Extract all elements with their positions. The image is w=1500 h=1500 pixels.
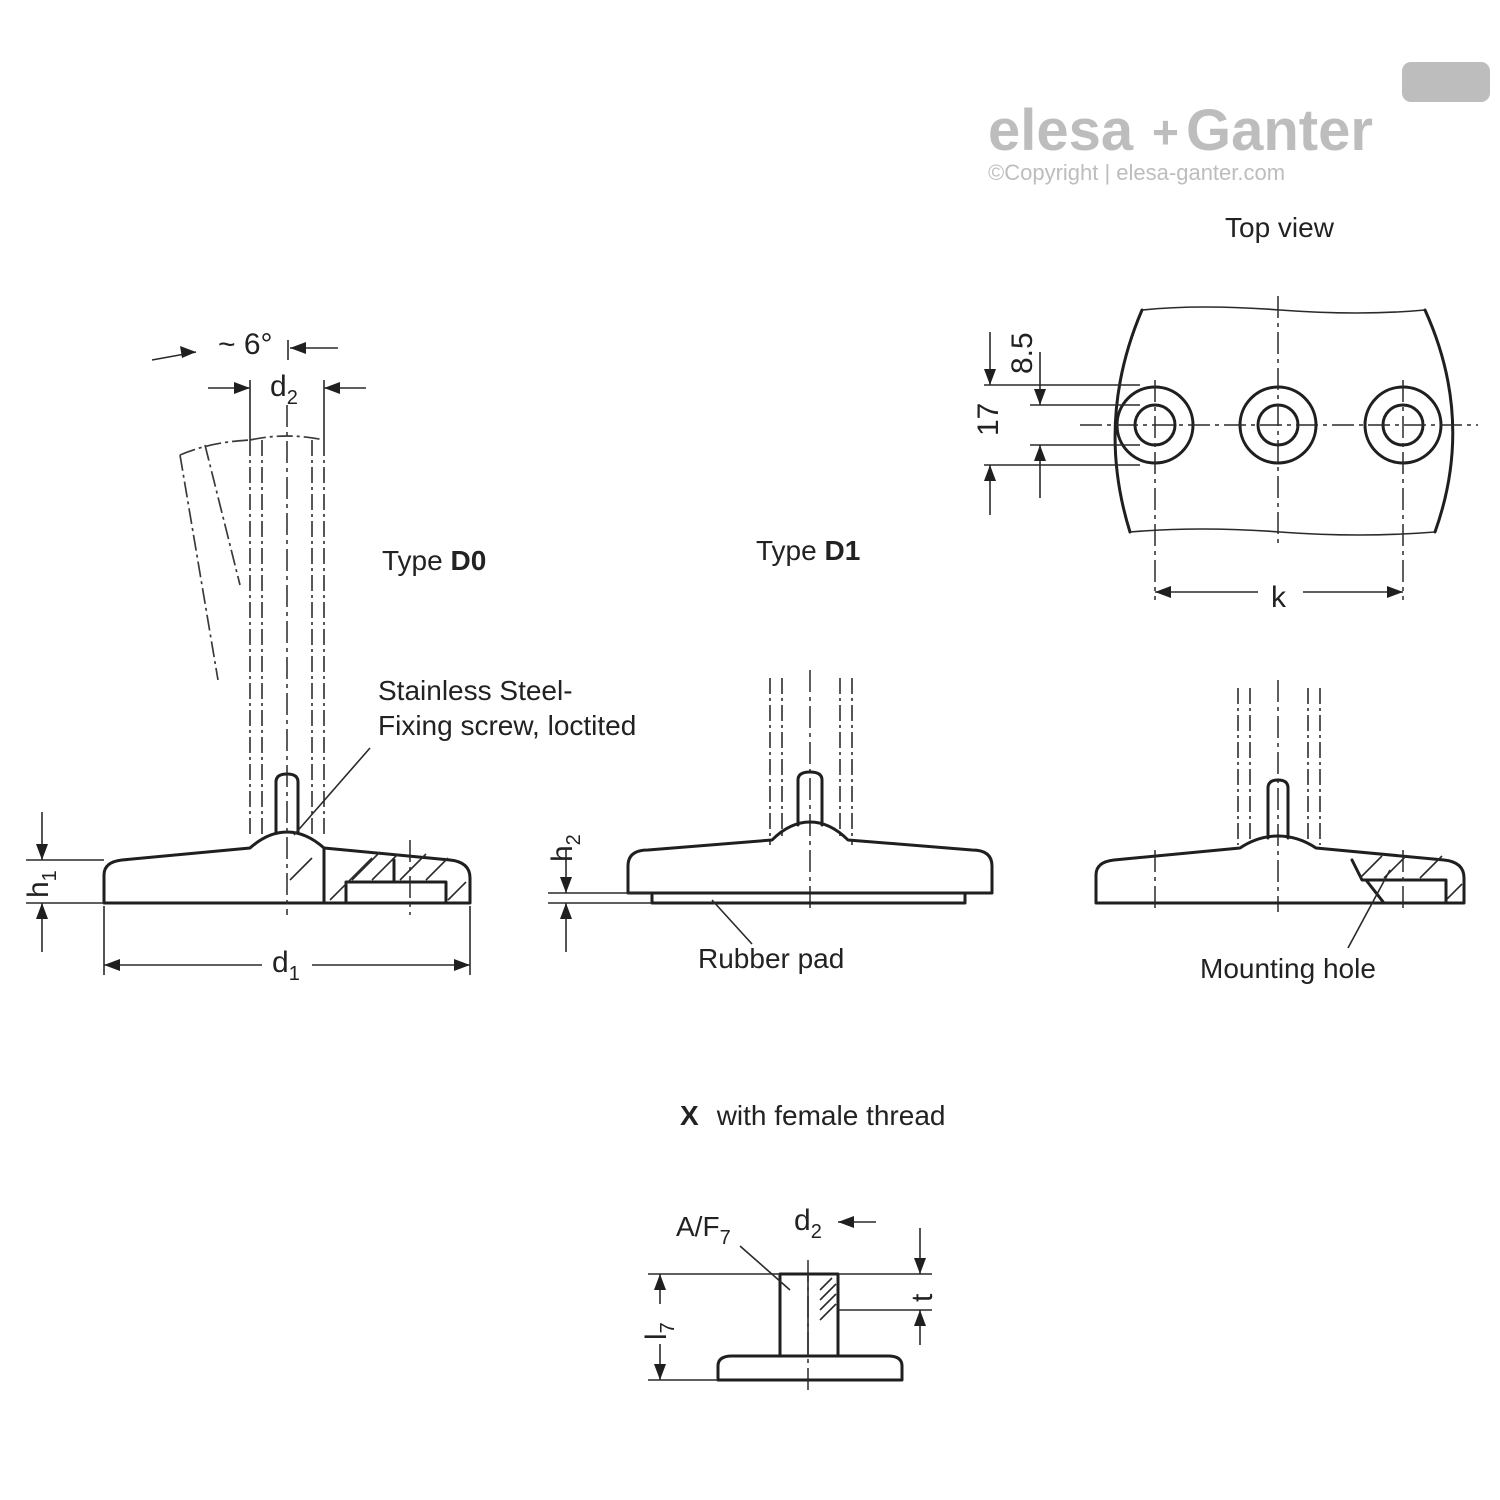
af-label: A/F7	[676, 1211, 731, 1249]
dim-8-5-label: 8.5	[1006, 332, 1039, 374]
angle-dimension: ~ 6°	[151, 328, 338, 361]
d1-label: d1	[272, 946, 300, 985]
screw-callout-line1: Stainless Steel-	[378, 675, 573, 706]
k-dimension: k	[1155, 581, 1403, 614]
screw-callout-line2: Fixing screw, loctited	[378, 710, 636, 741]
mh-base-outline	[1094, 834, 1466, 905]
d1-tube-phantom	[769, 678, 853, 845]
top-view-outline-right	[1423, 308, 1455, 534]
d0-section-cut	[322, 846, 448, 905]
eg-badge-icon	[1402, 62, 1490, 102]
screw-leader	[293, 747, 371, 836]
d1-dimension: d1	[103, 906, 471, 985]
tilted-tube-phantom	[179, 439, 251, 681]
x-d2-dimension: d2	[794, 1204, 876, 1243]
t-label: t	[906, 1293, 939, 1302]
x-stud	[778, 1272, 840, 1358]
dim-17-label: 17	[972, 403, 1005, 436]
type-d0-view: ~ 6° d2 h1	[22, 328, 636, 985]
mh-stud	[1266, 778, 1290, 840]
x-base-outline	[716, 1354, 904, 1382]
k-label: k	[1271, 581, 1287, 614]
mounting-hole-label: Mounting hole	[1200, 953, 1376, 984]
type-d1-label: Type D1	[756, 535, 860, 566]
l7-label: l7	[640, 1322, 679, 1340]
d1-stud	[796, 770, 824, 827]
mh-section-cut	[1350, 858, 1448, 905]
top-view-edge-inner	[1129, 306, 1436, 536]
d0-section-hatch	[289, 851, 467, 901]
brand-copyright: ©Copyright | elesa-ganter.com	[988, 160, 1285, 185]
t-dimension: t	[838, 1228, 939, 1345]
rubber-pad	[650, 891, 967, 905]
top-view-label: Top view	[1225, 212, 1335, 243]
mh-tube-phantom	[1237, 688, 1321, 845]
hole-dimensions: 8.5 17	[972, 332, 1140, 515]
h1-dimension: h1	[22, 812, 104, 952]
top-view-outline	[1113, 308, 1144, 534]
rubber-pad-label: Rubber pad	[698, 943, 844, 974]
h1-label: h1	[22, 870, 61, 898]
d2-dimension: d2	[208, 370, 366, 440]
mounting-hole-leader	[1347, 869, 1391, 949]
mounting-hole-view: Mounting hole	[1094, 680, 1466, 984]
h2-dimension: h2	[546, 834, 652, 952]
brand-name-ganter: Ganter	[1186, 98, 1373, 163]
rubber-pad-leader	[711, 899, 753, 945]
x-thread-hatch	[819, 1277, 837, 1321]
angle-label: ~ 6°	[218, 328, 273, 361]
top-view: Top view 8.5	[972, 212, 1478, 614]
tube-phantom	[249, 435, 325, 838]
d1-base-outline	[626, 820, 994, 895]
x-d2-label: d2	[794, 1204, 822, 1243]
eg-badge-text: EG	[1427, 68, 1465, 98]
type-d0-label: Type D0	[382, 545, 486, 576]
h2-label: h2	[546, 834, 585, 862]
type-d1-view: h2 Type D1 Rubber pad	[546, 535, 994, 974]
l7-dimension: l7	[640, 1273, 780, 1381]
d2-label: d2	[270, 370, 298, 409]
brand-logo: EG elesa + Ganter ©Copyright | elesa-gan…	[988, 62, 1490, 185]
brand-plus: +	[1152, 106, 1179, 158]
brand-name-elesa: elesa	[988, 98, 1134, 163]
af-leader	[739, 1245, 791, 1291]
